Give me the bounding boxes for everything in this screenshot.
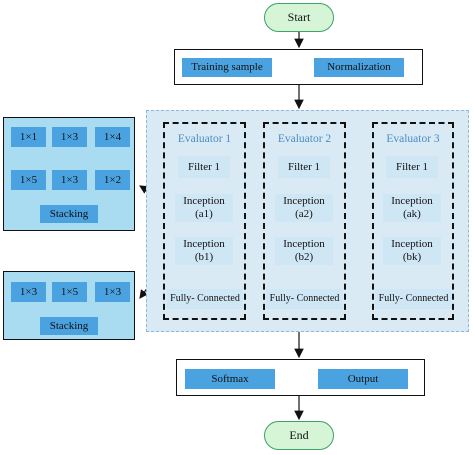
fc-label: Fully- Connected: [170, 293, 240, 305]
fc-label: Fully- Connected: [269, 293, 340, 305]
softmax-label: Softmax: [211, 372, 249, 385]
evaluator-2-inception-b: Inception (b2): [275, 237, 333, 265]
fc-label: Fully- Connected: [378, 293, 449, 305]
evaluator-1-filter: Filter 1: [178, 156, 230, 178]
evaluator-1-inception-b: Inception (b1): [175, 237, 233, 265]
evaluator-1-inception-a: Inception (a1): [175, 194, 233, 222]
inception-id: (a2): [295, 208, 313, 220]
inception-label: Inception: [283, 238, 325, 251]
training-sample-block: Training sample: [182, 58, 272, 77]
inception-b-kernel: 1×3: [11, 282, 46, 302]
evaluator-3-box: [372, 122, 454, 320]
inception-a-kernel: 1×3: [52, 170, 87, 190]
kernel-label: 1×5: [60, 286, 79, 298]
evaluator-2-fully-connected: Fully- Connected: [266, 289, 343, 309]
kernel-label: 1×2: [103, 174, 122, 186]
evaluator-2-title: Evaluator 2: [263, 133, 346, 145]
inception-id: (b1): [194, 251, 214, 263]
stacking-label: Stacking: [49, 320, 89, 332]
kernel-label: 1×3: [60, 174, 79, 186]
evaluator-2-box: [263, 122, 346, 320]
evaluator-2-filter: Filter 1: [278, 156, 330, 178]
inception-id: (bk): [402, 251, 422, 263]
end-label: End: [289, 428, 309, 442]
filter-label: Filter 1: [395, 160, 429, 173]
inception-b-kernel: 1×5: [52, 282, 87, 302]
inception-a-stacking: Stacking: [40, 205, 98, 223]
filter-label: Filter 1: [187, 160, 221, 173]
evaluator-2-title-text: Evaluator 2: [277, 133, 332, 145]
normalization-block: Normalization: [314, 58, 404, 77]
start-node: Start: [264, 3, 334, 32]
evaluator-3-title-text: Evaluator 3: [386, 133, 440, 145]
output-label: Output: [347, 372, 379, 385]
evaluator-3-inception-a: Inception (ak): [383, 194, 441, 222]
evaluator-1-title-text: Evaluator 1: [177, 133, 232, 145]
inception-label: Inception: [283, 195, 325, 208]
kernel-label: 1×3: [19, 286, 38, 298]
start-label: Start: [287, 10, 311, 24]
evaluator-3-title: Evaluator 3: [372, 133, 454, 145]
training-sample-label: Training sample: [191, 61, 263, 74]
inception-a-kernel: 1×1: [11, 127, 46, 147]
evaluator-3-filter: Filter 1: [386, 156, 438, 178]
inception-b-stacking: Stacking: [40, 317, 98, 335]
inception-b-kernel: 1×3: [95, 282, 130, 302]
filter-label: Filter 1: [287, 160, 321, 173]
end-node: End: [264, 421, 334, 450]
evaluator-1-box: [163, 122, 246, 320]
inception-a-kernel: 1×3: [52, 127, 87, 147]
kernel-label: 1×4: [103, 131, 122, 143]
kernel-label: 1×1: [19, 131, 38, 143]
stacking-label: Stacking: [49, 208, 89, 220]
output-block: Output: [318, 369, 408, 389]
inception-id: (a1): [195, 208, 213, 220]
evaluator-1-fully-connected: Fully- Connected: [167, 289, 243, 309]
inception-id: (b2): [294, 251, 314, 263]
evaluator-2-inception-a: Inception (a2): [275, 194, 333, 222]
softmax-block: Softmax: [185, 369, 275, 389]
inception-label: Inception: [183, 238, 225, 251]
kernel-label: 1×3: [60, 131, 79, 143]
evaluator-3-inception-b: Inception (bk): [383, 237, 441, 265]
inception-a-kernel: 1×5: [11, 170, 46, 190]
normalization-label: Normalization: [327, 61, 391, 74]
evaluator-3-fully-connected: Fully- Connected: [375, 289, 452, 309]
inception-a-kernel: 1×4: [95, 127, 130, 147]
kernel-label: 1×3: [103, 286, 122, 298]
kernel-label: 1×5: [19, 174, 38, 186]
inception-label: Inception: [391, 195, 433, 208]
inception-label: Inception: [183, 195, 225, 208]
evaluator-1-title: Evaluator 1: [163, 133, 246, 145]
inception-label: Inception: [391, 238, 433, 251]
inception-a-kernel: 1×2: [95, 170, 130, 190]
inception-id: (ak): [403, 208, 421, 220]
